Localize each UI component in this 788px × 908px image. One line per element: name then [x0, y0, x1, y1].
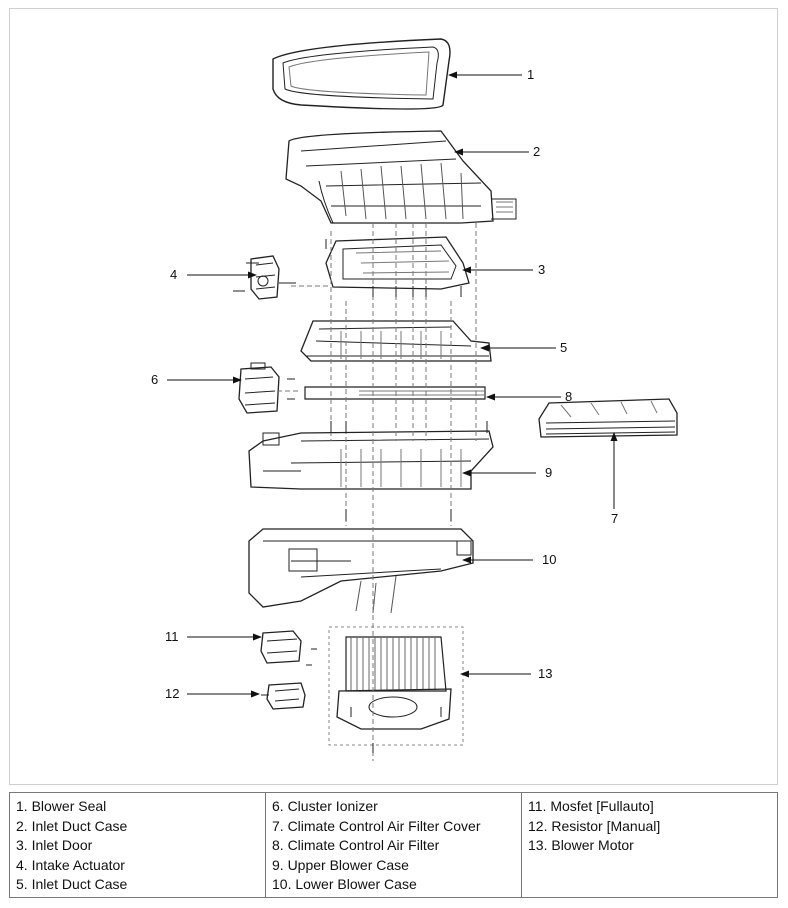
callout-4: 4: [170, 267, 178, 282]
legend-row: 1. Blower Seal 2. Inlet Duct Case 3. Inl…: [9, 792, 778, 898]
exploded-diagram: 1 2 3 4 5 6 7 8 9 10 11 12 13: [9, 8, 778, 785]
callout-3: 3: [538, 262, 546, 277]
callout-11: 11: [165, 629, 179, 644]
callout-13: 13: [538, 666, 553, 681]
blower-motor-part: [328, 626, 464, 746]
legend-column-3: 11. Mosfet [Fullauto] 12. Resistor [Manu…: [521, 792, 778, 898]
air-filter-part: [304, 386, 486, 400]
intake-actuator-part: [250, 255, 296, 300]
legend-item: 9. Upper Blower Case: [272, 856, 409, 873]
parts-legend-table: 1. Blower Seal 2. Inlet Duct Case 3. Inl…: [9, 792, 778, 898]
callout-6: 6: [151, 372, 159, 387]
legend-item: 10. Lower Blower Case: [272, 876, 417, 892]
screw-markers: [233, 239, 488, 753]
callout-7: 7: [611, 511, 619, 526]
callout-2: 2: [533, 144, 541, 159]
legend-item: 2. Inlet Duct Case: [16, 817, 128, 834]
callout-leaders: [167, 71, 618, 698]
legend-item: 11. Mosfet [Fullauto]: [528, 798, 654, 814]
resistor-part: [261, 682, 306, 710]
legend-item: 13. Blower Motor: [528, 837, 634, 853]
legend-item: 3. Inlet Door: [16, 837, 93, 853]
legend-item: 5. Inlet Duct Case: [16, 876, 128, 892]
callout-10: 10: [542, 552, 557, 567]
legend-item: 4. Intake Actuator: [16, 856, 125, 873]
legend-column-1: 1. Blower Seal 2. Inlet Duct Case 3. Inl…: [9, 792, 266, 898]
legend-item: 6. Cluster Ionizer: [272, 798, 378, 814]
callout-9: 9: [545, 465, 553, 480]
callout-5: 5: [560, 340, 568, 355]
blower-seal-part: [272, 38, 451, 110]
legend-item: 7. Climate Control Air Filter Cover: [272, 817, 481, 834]
inlet-duct-case-bottom-part: [300, 320, 492, 362]
legend-item: 12. Resistor [Manual]: [528, 817, 661, 834]
cluster-ionizer-part: [238, 362, 280, 414]
mosfet-part: [260, 630, 302, 664]
callout-12: 12: [165, 686, 180, 701]
legend-item: 1. Blower Seal: [16, 798, 107, 814]
lower-blower-case-part: [248, 528, 474, 614]
legend-item: 8. Climate Control Air Filter: [272, 837, 440, 853]
inlet-duct-case-top-part: [285, 130, 517, 224]
upper-blower-case-part: [248, 430, 494, 490]
callout-1: 1: [527, 67, 535, 82]
air-filter-cover-part: [538, 398, 678, 438]
callout-8: 8: [565, 389, 573, 404]
inlet-door-part: [325, 236, 470, 290]
assembly-guide-lines: [277, 223, 477, 761]
legend-column-2: 6. Cluster Ionizer 7. Climate Control Ai…: [265, 792, 522, 898]
diagram-drawing: [167, 38, 678, 761]
